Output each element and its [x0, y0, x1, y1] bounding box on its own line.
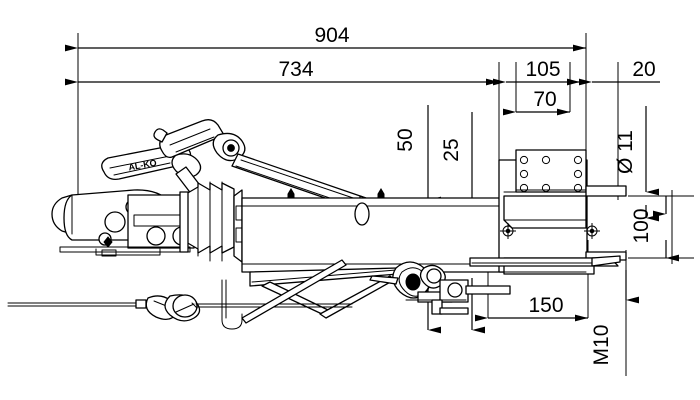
dimension-m10: M10	[590, 270, 639, 376]
dimension-904: 904	[65, 24, 586, 52]
dimension-100: 100	[630, 190, 679, 264]
overrun-lever	[153, 119, 383, 213]
rubber-bellows	[179, 181, 235, 262]
mounting-plate	[498, 149, 627, 275]
bolt-hole-symbol-left	[500, 223, 516, 239]
top-connector-detail	[503, 191, 587, 273]
drawbar-tube	[233, 188, 505, 273]
bolt-hole-symbol-right	[584, 223, 600, 239]
dimension-150: 150	[475, 294, 588, 322]
dim-100-label: 100	[630, 208, 653, 243]
dim-25-label: 25	[440, 138, 463, 161]
dim-150-label: 150	[528, 294, 563, 317]
lower-flange-arm	[469, 255, 621, 267]
coupling-head	[51, 189, 195, 257]
dim-904-label: 904	[314, 24, 349, 47]
dim-d11-label: Ø 11	[614, 130, 637, 174]
dimension-row-734-105-20: 734 105 20	[65, 58, 660, 86]
dim-50-label: 50	[394, 128, 417, 151]
dimension-70: 70	[503, 88, 570, 116]
brand-label: AL-KO	[128, 158, 158, 173]
dim-m10-label: M10	[590, 325, 613, 366]
dim-734-label: 734	[278, 58, 313, 81]
breakaway-cable	[7, 259, 353, 330]
dim-20-label: 20	[632, 58, 655, 81]
dimension-diameter-11: Ø 11	[614, 106, 659, 222]
dim-70-label: 70	[533, 88, 556, 111]
dim-105-label: 105	[525, 58, 560, 81]
linkage-assembly	[369, 261, 511, 315]
